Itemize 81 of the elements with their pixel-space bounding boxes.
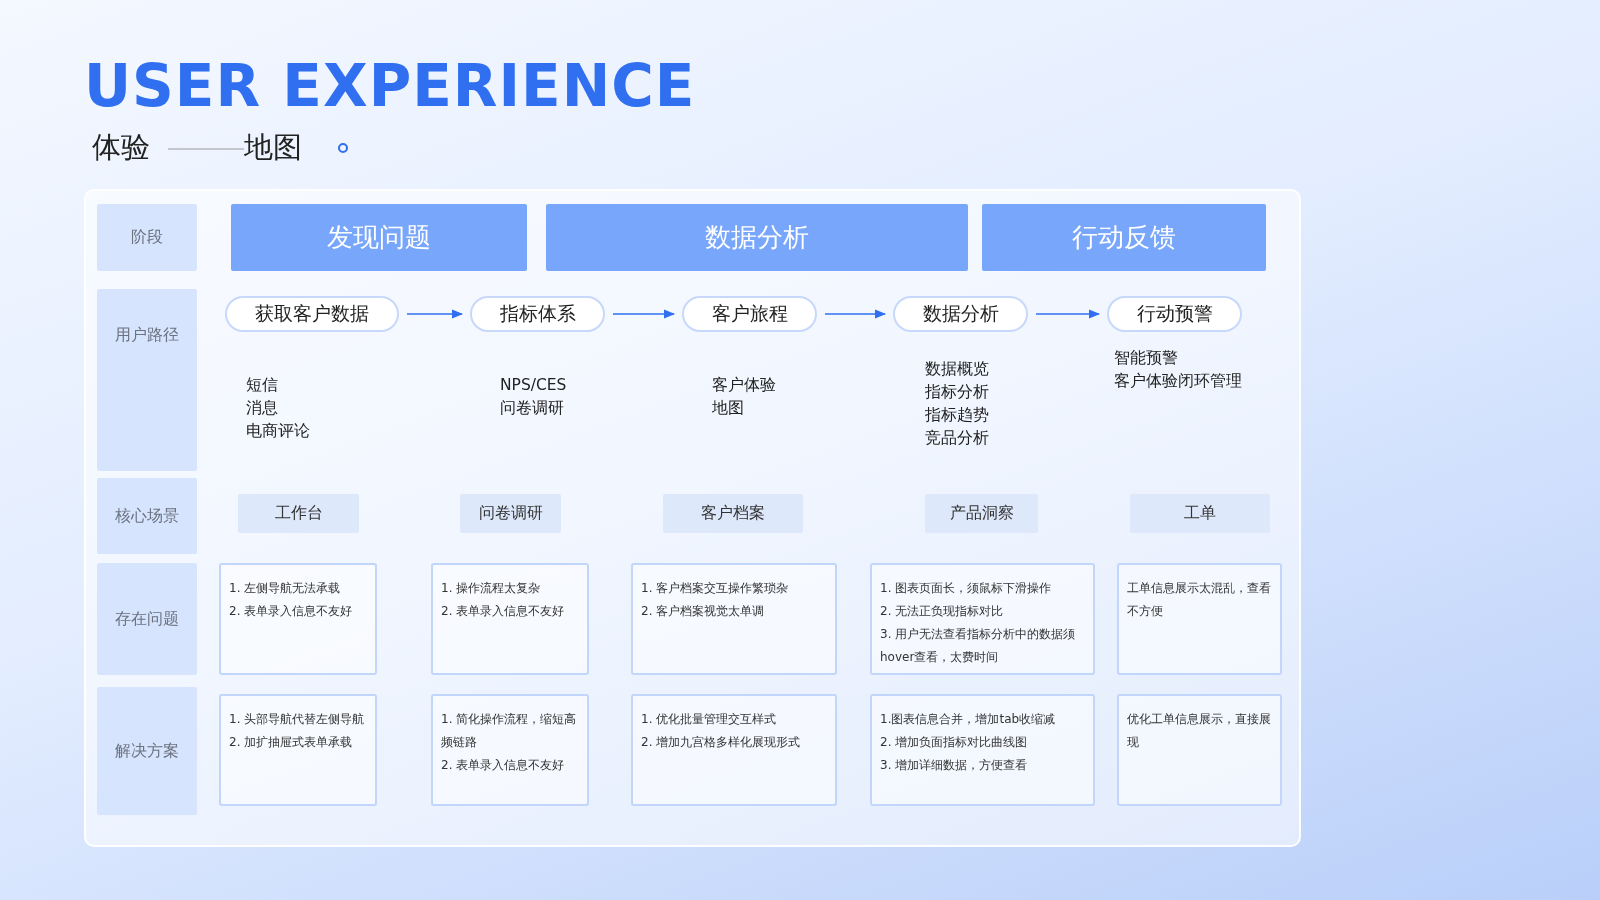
arrow	[612, 309, 676, 319]
row-header	[97, 289, 197, 471]
note-card	[1117, 694, 1282, 806]
node-text: 2. 无法正负现指标对比	[880, 603, 1005, 620]
node-text: 1.图表信息合并，增加tab收缩减	[880, 711, 1057, 728]
sub-item-text: 客户体验	[712, 375, 776, 396]
node-text: 3. 用户无法查看指标分析中的数据须hover查看，太费时间	[880, 626, 1077, 666]
node-text: 存在问题	[115, 608, 179, 630]
sub-item-text: 客户体验闭环管理	[1114, 371, 1242, 392]
row-header	[97, 478, 197, 554]
sub-item-text: 电商评论	[246, 421, 310, 442]
node-text: 产品洞察	[949, 503, 1014, 524]
title: USER EXPERIENCE	[84, 52, 696, 120]
note-card	[431, 694, 589, 806]
node-text: 2. 加扩抽屉式表单承载	[229, 734, 354, 751]
arrow	[406, 309, 464, 319]
node-text: 问卷调研	[478, 503, 543, 524]
arrow	[1035, 309, 1101, 319]
node-text: 2. 客户档案视觉太单调	[641, 603, 766, 620]
note-card	[870, 563, 1095, 675]
stage-banner	[982, 204, 1266, 271]
node-text: 行动预警	[1136, 301, 1213, 326]
node-text: 解决方案	[115, 740, 179, 762]
subtitle-text: 体验	[92, 129, 150, 166]
node-text: 获取客户数据	[255, 301, 369, 326]
node-text: 核心场景	[115, 505, 179, 527]
node-text: 1. 头部导航代替左侧导航	[229, 711, 366, 728]
node-text: 2. 增加负面指标对比曲线图	[880, 734, 1029, 751]
node-text: 2. 表单录入信息不友好	[229, 603, 354, 620]
step-pill	[1107, 296, 1242, 332]
step-pill	[893, 296, 1028, 332]
node-text: 阶段	[131, 227, 163, 248]
node-text: 工单	[1184, 503, 1216, 524]
step-pill	[682, 296, 817, 332]
node-text: 1. 优化批量管理交互样式	[641, 711, 778, 728]
node-text: 1. 操作流程太复杂	[441, 580, 542, 597]
sub-item-text: 指标分析	[925, 382, 989, 403]
node-text: 客户旅程	[711, 301, 788, 326]
stage-banner	[231, 204, 527, 271]
sub-item-text: 短信	[246, 375, 279, 396]
note-card	[631, 694, 837, 806]
note-card	[219, 694, 377, 806]
node-text: 客户档案	[701, 503, 765, 524]
sub-item-text: 问卷调研	[500, 398, 565, 419]
stage-banner	[546, 204, 968, 271]
note-card	[431, 563, 589, 675]
node-text: 指标体系	[499, 301, 576, 326]
node-text: 发现问题	[327, 221, 431, 254]
note-card	[219, 563, 377, 675]
node-text: 用户路径	[115, 325, 179, 346]
node-text: 1. 左侧导航无法承载	[229, 580, 342, 597]
node-text: 1. 图表页面长，须鼠标下滑操作	[880, 580, 1053, 597]
node-text: 数据分析	[922, 301, 999, 326]
arrow	[824, 309, 887, 319]
row-header	[97, 204, 197, 271]
subtitle-text: 地图	[244, 129, 302, 166]
node-text: 2. 表单录入信息不友好	[441, 603, 566, 620]
node-text: 优化工单信息展示，直接展现	[1127, 711, 1272, 751]
note-card	[631, 563, 837, 675]
sub-item-text: 消息	[246, 398, 279, 419]
sub-item-text: 指标趋势	[925, 405, 989, 426]
node-text: 2. 表单录入信息不友好	[441, 757, 566, 774]
note-card	[870, 694, 1095, 806]
sub-item-text: 竞品分析	[925, 428, 989, 449]
sub-item-text: NPS/CES	[500, 375, 567, 396]
sub-item-text: 地图	[712, 398, 745, 419]
step-pill	[470, 296, 605, 332]
row-header	[97, 563, 197, 675]
row-header	[97, 687, 197, 815]
sub-item-text: 数据概览	[925, 359, 989, 380]
note-card	[1117, 563, 1282, 675]
node-text: 2. 增加九宫格多样化展现形式	[641, 734, 802, 751]
node-text: 1. 客户档案交互操作繁琐杂	[641, 580, 790, 597]
node-text: 3. 增加详细数据，方便查看	[880, 757, 1029, 774]
node-text: 1. 简化操作流程，缩短高频链路	[441, 711, 578, 751]
node-text: 工单信息展示太混乱，查看不方便	[1127, 580, 1272, 620]
node-text: 行动反馈	[1072, 221, 1176, 254]
node-text: 工作台	[274, 503, 323, 524]
step-pill	[225, 296, 399, 332]
sub-item-text: 智能预警	[1114, 348, 1179, 369]
node-text: 数据分析	[705, 221, 809, 254]
